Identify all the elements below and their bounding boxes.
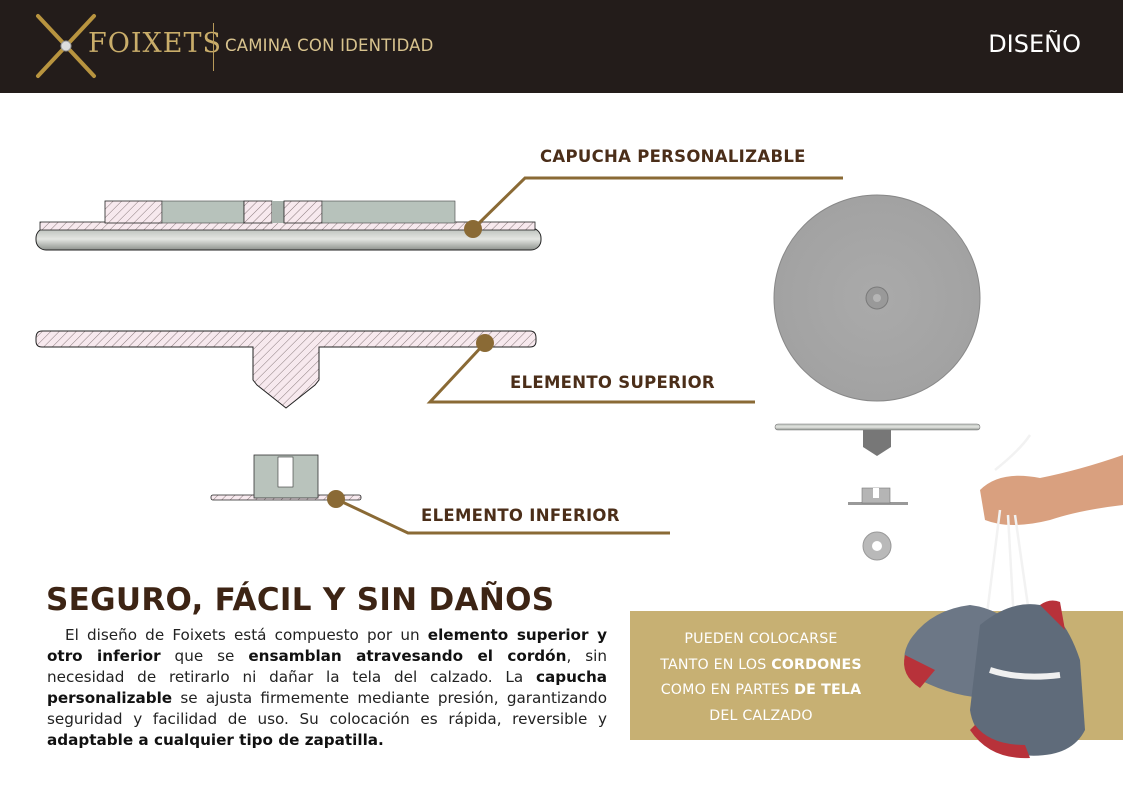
section-title: DISEÑO [988, 30, 1081, 58]
cap-leader-dot [464, 220, 482, 238]
callout-text: PUEDEN COLOCARSE TANTO EN LOS CORDONES C… [636, 627, 886, 729]
description-paragraph: El diseño de Foixets está compuesto por … [47, 625, 607, 751]
hand-image [980, 455, 1123, 525]
callout-line-4: DEL CALZADO [709, 707, 813, 724]
paragraph-segment: El diseño de Foixets está compuesto por … [65, 626, 428, 644]
section-heading: SEGURO, FÁCIL Y SIN DAÑOS [46, 582, 555, 618]
paragraph-segment: que se [160, 647, 249, 665]
brand-name: FOIXETS [88, 28, 222, 59]
header-bar: FOIXETS CAMINA CON IDENTIDAD DISEÑO [0, 0, 1123, 93]
technical-drawings [35, 176, 981, 561]
callout-text-part: COMO EN PARTES [660, 682, 795, 698]
product-render [773, 194, 981, 561]
paragraph-segment: , sin necesidad de retirarlo ni dañar la… [47, 647, 607, 686]
lower-element-section-drawing [210, 454, 362, 501]
logo-cross-icon [36, 14, 96, 78]
upper-leader-dot [476, 334, 494, 352]
paragraph-bold-segment: ensamblan atravesando el cordón [248, 647, 567, 665]
callout-bold-part: CORDONES [771, 656, 862, 673]
label-lower-element: ELEMENTO INFERIOR [421, 506, 620, 525]
lower-leader-dot [327, 490, 345, 508]
leader-lines [335, 176, 843, 535]
label-upper-element: ELEMENTO SUPERIOR [510, 373, 715, 392]
hanging-shoes-photo [904, 434, 1123, 759]
tagline: CAMINA CON IDENTIDAD [225, 36, 434, 55]
callout-line-3: COMO EN PARTES DE TELA [636, 678, 886, 704]
paragraph-bold-segment: elemento superior y otro inferior [47, 626, 608, 665]
header-divider [213, 23, 214, 71]
paragraph-bold-segment: adaptable a cualquier tipo de zapatilla. [47, 731, 384, 749]
upper-element-section-drawing [35, 330, 537, 409]
cap-section-drawing [35, 200, 542, 251]
paragraph-bold-segment: capucha personalizable [47, 668, 607, 707]
callout-text-part: TANTO EN LOS [660, 656, 772, 673]
callout-bold-part: DE TELA [794, 682, 862, 698]
paragraph-segment: se ajusta firmemente mediante presión, g… [47, 689, 607, 728]
label-cap: CAPUCHA PERSONALIZABLE [540, 147, 806, 166]
callout-line-2: TANTO EN LOS CORDONES [636, 653, 886, 679]
callout-line-1: PUEDEN COLOCARSE [684, 631, 838, 647]
